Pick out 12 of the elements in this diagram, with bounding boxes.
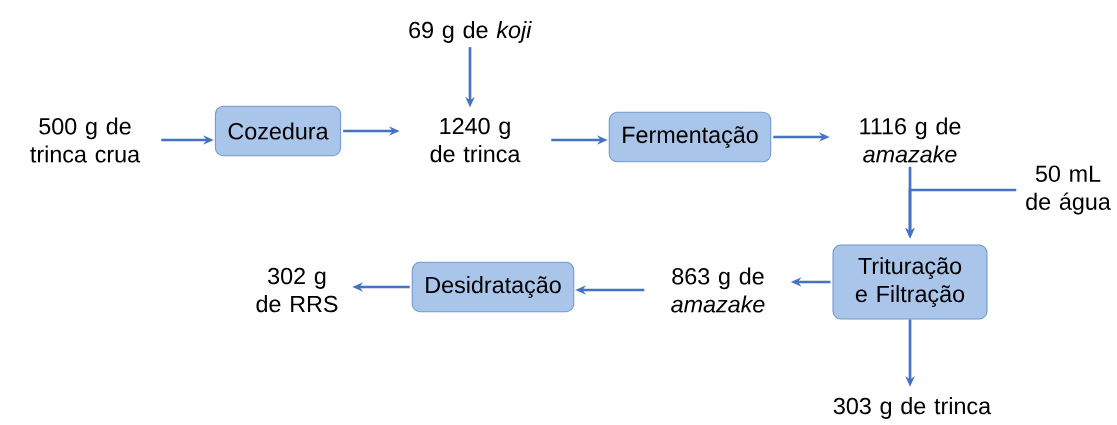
process-box: Desidratação xyxy=(411,261,575,313)
quantity-text: 1116 g de amazake xyxy=(860,117,961,163)
quantity-text: 69 g de koji xyxy=(409,21,532,43)
quantity-text: 302 g de RRS xyxy=(256,267,338,313)
process-box: Trituração e Filtração xyxy=(832,244,988,320)
quantity-text: 1240 g de trinca xyxy=(430,117,521,163)
quantity-text: 863 g de amazake xyxy=(671,267,765,313)
process-box: Fermentação xyxy=(608,111,772,163)
quantity-text: 303 g de trinca xyxy=(833,397,992,419)
process-box: Cozedura xyxy=(214,105,342,157)
quantity-text: 50 mL de água xyxy=(1026,165,1111,215)
quantity-text: 500 g de trinca crua xyxy=(30,117,141,163)
